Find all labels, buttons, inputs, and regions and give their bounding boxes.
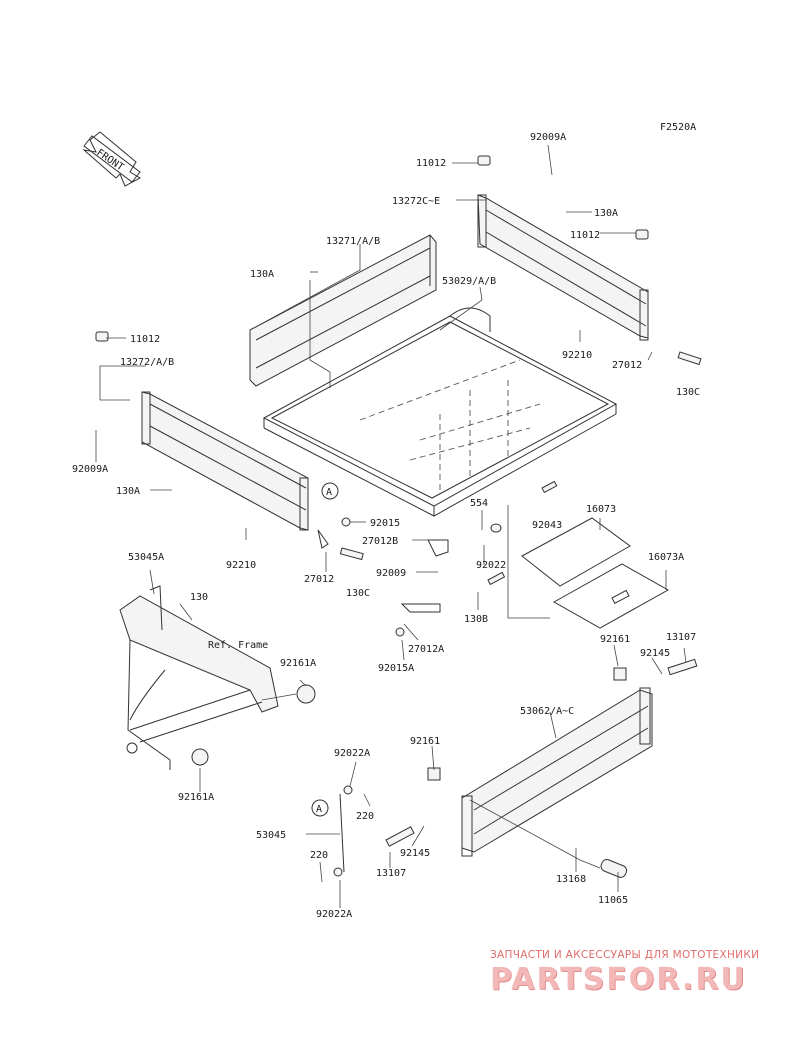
label-92210: 92210 bbox=[226, 560, 256, 571]
label-53045a: 53045A bbox=[128, 552, 164, 563]
label-220: 220 bbox=[356, 811, 374, 822]
label-13272c-e: 13272C~E bbox=[392, 196, 440, 207]
label-92015a: 92015A bbox=[378, 663, 414, 674]
label-53062: 53062/A~C bbox=[520, 706, 574, 717]
label-92022a: 92022A bbox=[334, 748, 370, 759]
label-92022a: 92022A bbox=[316, 909, 352, 920]
ref-frame-label: Ref. Frame bbox=[208, 640, 268, 651]
label-27012: 27012 bbox=[612, 360, 642, 371]
label-92161: 92161 bbox=[600, 634, 630, 645]
label-13271: 13271/A/B bbox=[326, 236, 380, 247]
label-11065: 11065 bbox=[598, 895, 628, 906]
frame-assembly bbox=[119, 585, 316, 770]
label-53045: 53045 bbox=[256, 830, 286, 841]
label-92015: 92015 bbox=[370, 518, 400, 529]
watermark-subtitle: ЗАПЧАСТИ И АКСЕССУАРЫ ДЛЯ МОТОТЕХНИКИ bbox=[490, 949, 760, 961]
label-130b: 130B bbox=[464, 614, 488, 625]
label-16073: 16073 bbox=[586, 504, 616, 515]
label-27012a: 27012A bbox=[408, 644, 444, 655]
label-92009a: 92009A bbox=[530, 132, 566, 143]
label-130: 130 bbox=[190, 592, 208, 603]
floor-mats bbox=[521, 517, 670, 629]
label-27012b: 27012B bbox=[362, 536, 398, 547]
leader-lines bbox=[95, 144, 687, 908]
label-16073a: 16073A bbox=[648, 552, 684, 563]
part-labels: 92009A 11012 13272C~E 130A 11012 13271/A… bbox=[72, 132, 700, 920]
svg-text:A: A bbox=[326, 487, 332, 498]
cargo-bed bbox=[262, 307, 618, 517]
watermark-logo: PARTSFOR.RU bbox=[490, 962, 747, 997]
left-side-panel bbox=[249, 234, 437, 388]
label-13107: 13107 bbox=[666, 632, 696, 643]
front-arrow-icon: FRONT bbox=[82, 131, 142, 187]
rear-side-panel bbox=[141, 391, 309, 531]
label-92210: 92210 bbox=[562, 350, 592, 361]
label-11012: 11012 bbox=[570, 230, 600, 241]
label-92145: 92145 bbox=[400, 848, 430, 859]
label-11012: 11012 bbox=[130, 334, 160, 345]
label-130a: 130A bbox=[116, 486, 140, 497]
label-92161: 92161 bbox=[410, 736, 440, 747]
label-130a: 130A bbox=[594, 208, 618, 219]
label-92009a: 92009A bbox=[72, 464, 108, 475]
label-220: 220 bbox=[310, 850, 328, 861]
label-53029: 53029/A/B bbox=[442, 276, 496, 287]
label-13107: 13107 bbox=[376, 868, 406, 879]
label-92022: 92022 bbox=[476, 560, 506, 571]
front-label: FRONT bbox=[94, 147, 125, 173]
right-front-panel bbox=[477, 194, 649, 341]
tailgate bbox=[461, 687, 653, 869]
diagram-code: F2520A bbox=[660, 122, 696, 133]
label-13272: 13272/A/B bbox=[120, 357, 174, 368]
label-92009: 92009 bbox=[376, 568, 406, 579]
label-92043: 92043 bbox=[532, 520, 562, 531]
label-13168: 13168 bbox=[556, 874, 586, 885]
label-554: 554 bbox=[470, 498, 488, 509]
label-11012: 11012 bbox=[416, 158, 446, 169]
svg-text:A: A bbox=[316, 804, 322, 815]
label-92161a: 92161A bbox=[178, 792, 214, 803]
label-130c: 130C bbox=[346, 588, 370, 599]
callout-a-top: A bbox=[321, 482, 339, 500]
label-92145: 92145 bbox=[640, 648, 670, 659]
callout-a-bottom: A bbox=[311, 799, 329, 817]
small-parts bbox=[95, 155, 702, 878]
label-92161a: 92161A bbox=[280, 658, 316, 669]
label-130c: 130C bbox=[676, 387, 700, 398]
label-130a: 130A bbox=[250, 269, 274, 280]
label-27012: 27012 bbox=[304, 574, 334, 585]
